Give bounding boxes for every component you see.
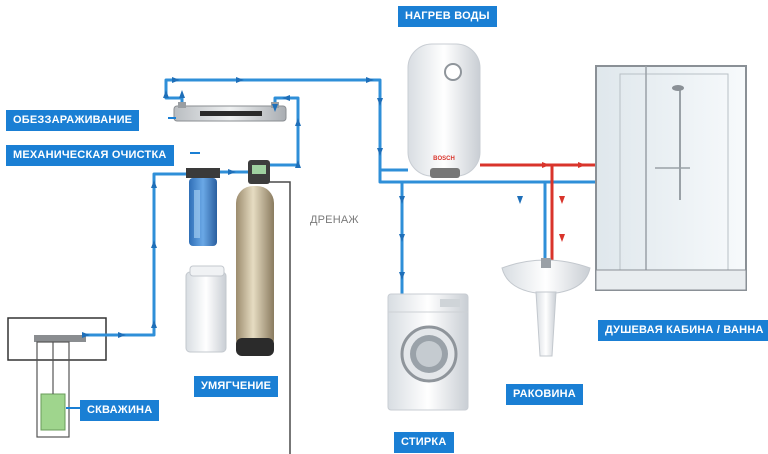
arrow-up-7	[163, 90, 169, 98]
arrow-down-6	[399, 272, 405, 280]
label-softening: УМЯГЧЕНИЕ	[194, 376, 279, 397]
arrow-up-5	[295, 118, 301, 126]
arrow-up-4	[295, 160, 301, 168]
label-connector-well	[66, 407, 80, 409]
arrow-down-4	[399, 196, 405, 204]
arrow-right-6	[366, 77, 374, 83]
arrow-up-6	[179, 90, 185, 98]
arrow-up-3	[151, 180, 157, 188]
softener-tank	[236, 160, 274, 356]
sink	[501, 258, 591, 357]
cold-pipe-riser	[262, 96, 300, 167]
label-washing: СТИРКА	[394, 432, 454, 453]
label-well: СКВАЖИНА	[80, 400, 160, 421]
label-disinfection: ОБЕЗЗАРАЖИВАНИЕ	[6, 110, 140, 131]
cold-pipe-top	[164, 78, 408, 172]
shower-cabin	[595, 65, 747, 291]
arrow-right-3	[228, 169, 236, 175]
arrow-up-2	[151, 240, 157, 248]
mechanical-filter	[186, 168, 220, 246]
arrow-right-1	[82, 332, 90, 338]
hot-pipes	[480, 163, 600, 262]
arrow-down-3	[377, 148, 383, 156]
hot-arrow-down-1	[559, 196, 565, 204]
hot-arrow-right-2	[578, 162, 586, 168]
arrow-right-4	[172, 77, 180, 83]
salt-tank	[185, 265, 227, 353]
arrow-right-2	[118, 332, 126, 338]
drain-pipe	[262, 181, 291, 454]
flow-arrows-hot	[542, 162, 586, 242]
arrow-up-1	[151, 320, 157, 328]
boiler-brand-text: BOSCH	[433, 156, 455, 162]
arrow-down-1	[272, 104, 278, 112]
arrow-down-5	[399, 234, 405, 242]
label-sink: РАКОВИНА	[506, 384, 583, 405]
arrow-down-7	[517, 196, 523, 204]
well-pump	[40, 393, 66, 431]
arrow-left-1	[282, 95, 290, 101]
label-shower: ДУШЕВАЯ КАБИНА / ВАННА	[598, 320, 768, 341]
label-drain: ДРЕНАЖ	[308, 210, 361, 231]
water-heater	[407, 43, 481, 178]
washing-machine	[387, 293, 469, 411]
arrow-down-2	[377, 98, 383, 106]
hot-arrow-down-2	[559, 234, 565, 242]
cold-pipes	[86, 78, 600, 337]
label-mechanical: МЕХАНИЧЕСКАЯ ОЧИСТКА	[6, 145, 174, 166]
cold-pipe-washer	[378, 174, 404, 300]
well	[7, 317, 107, 438]
label-connector-mechanical	[190, 152, 200, 154]
flow-arrows-cold	[82, 77, 523, 338]
well-cap	[34, 335, 86, 342]
label-heating: НАГРЕВ ВОДЫ	[398, 6, 497, 27]
well-box	[7, 317, 107, 361]
cold-pipe-main	[86, 172, 196, 337]
label-connector-disinfection	[168, 117, 176, 119]
hot-arrow-right-1	[542, 162, 550, 168]
cold-pipe-sink	[402, 180, 547, 262]
arrow-right-5	[236, 77, 244, 83]
uv-lamp	[173, 102, 287, 122]
